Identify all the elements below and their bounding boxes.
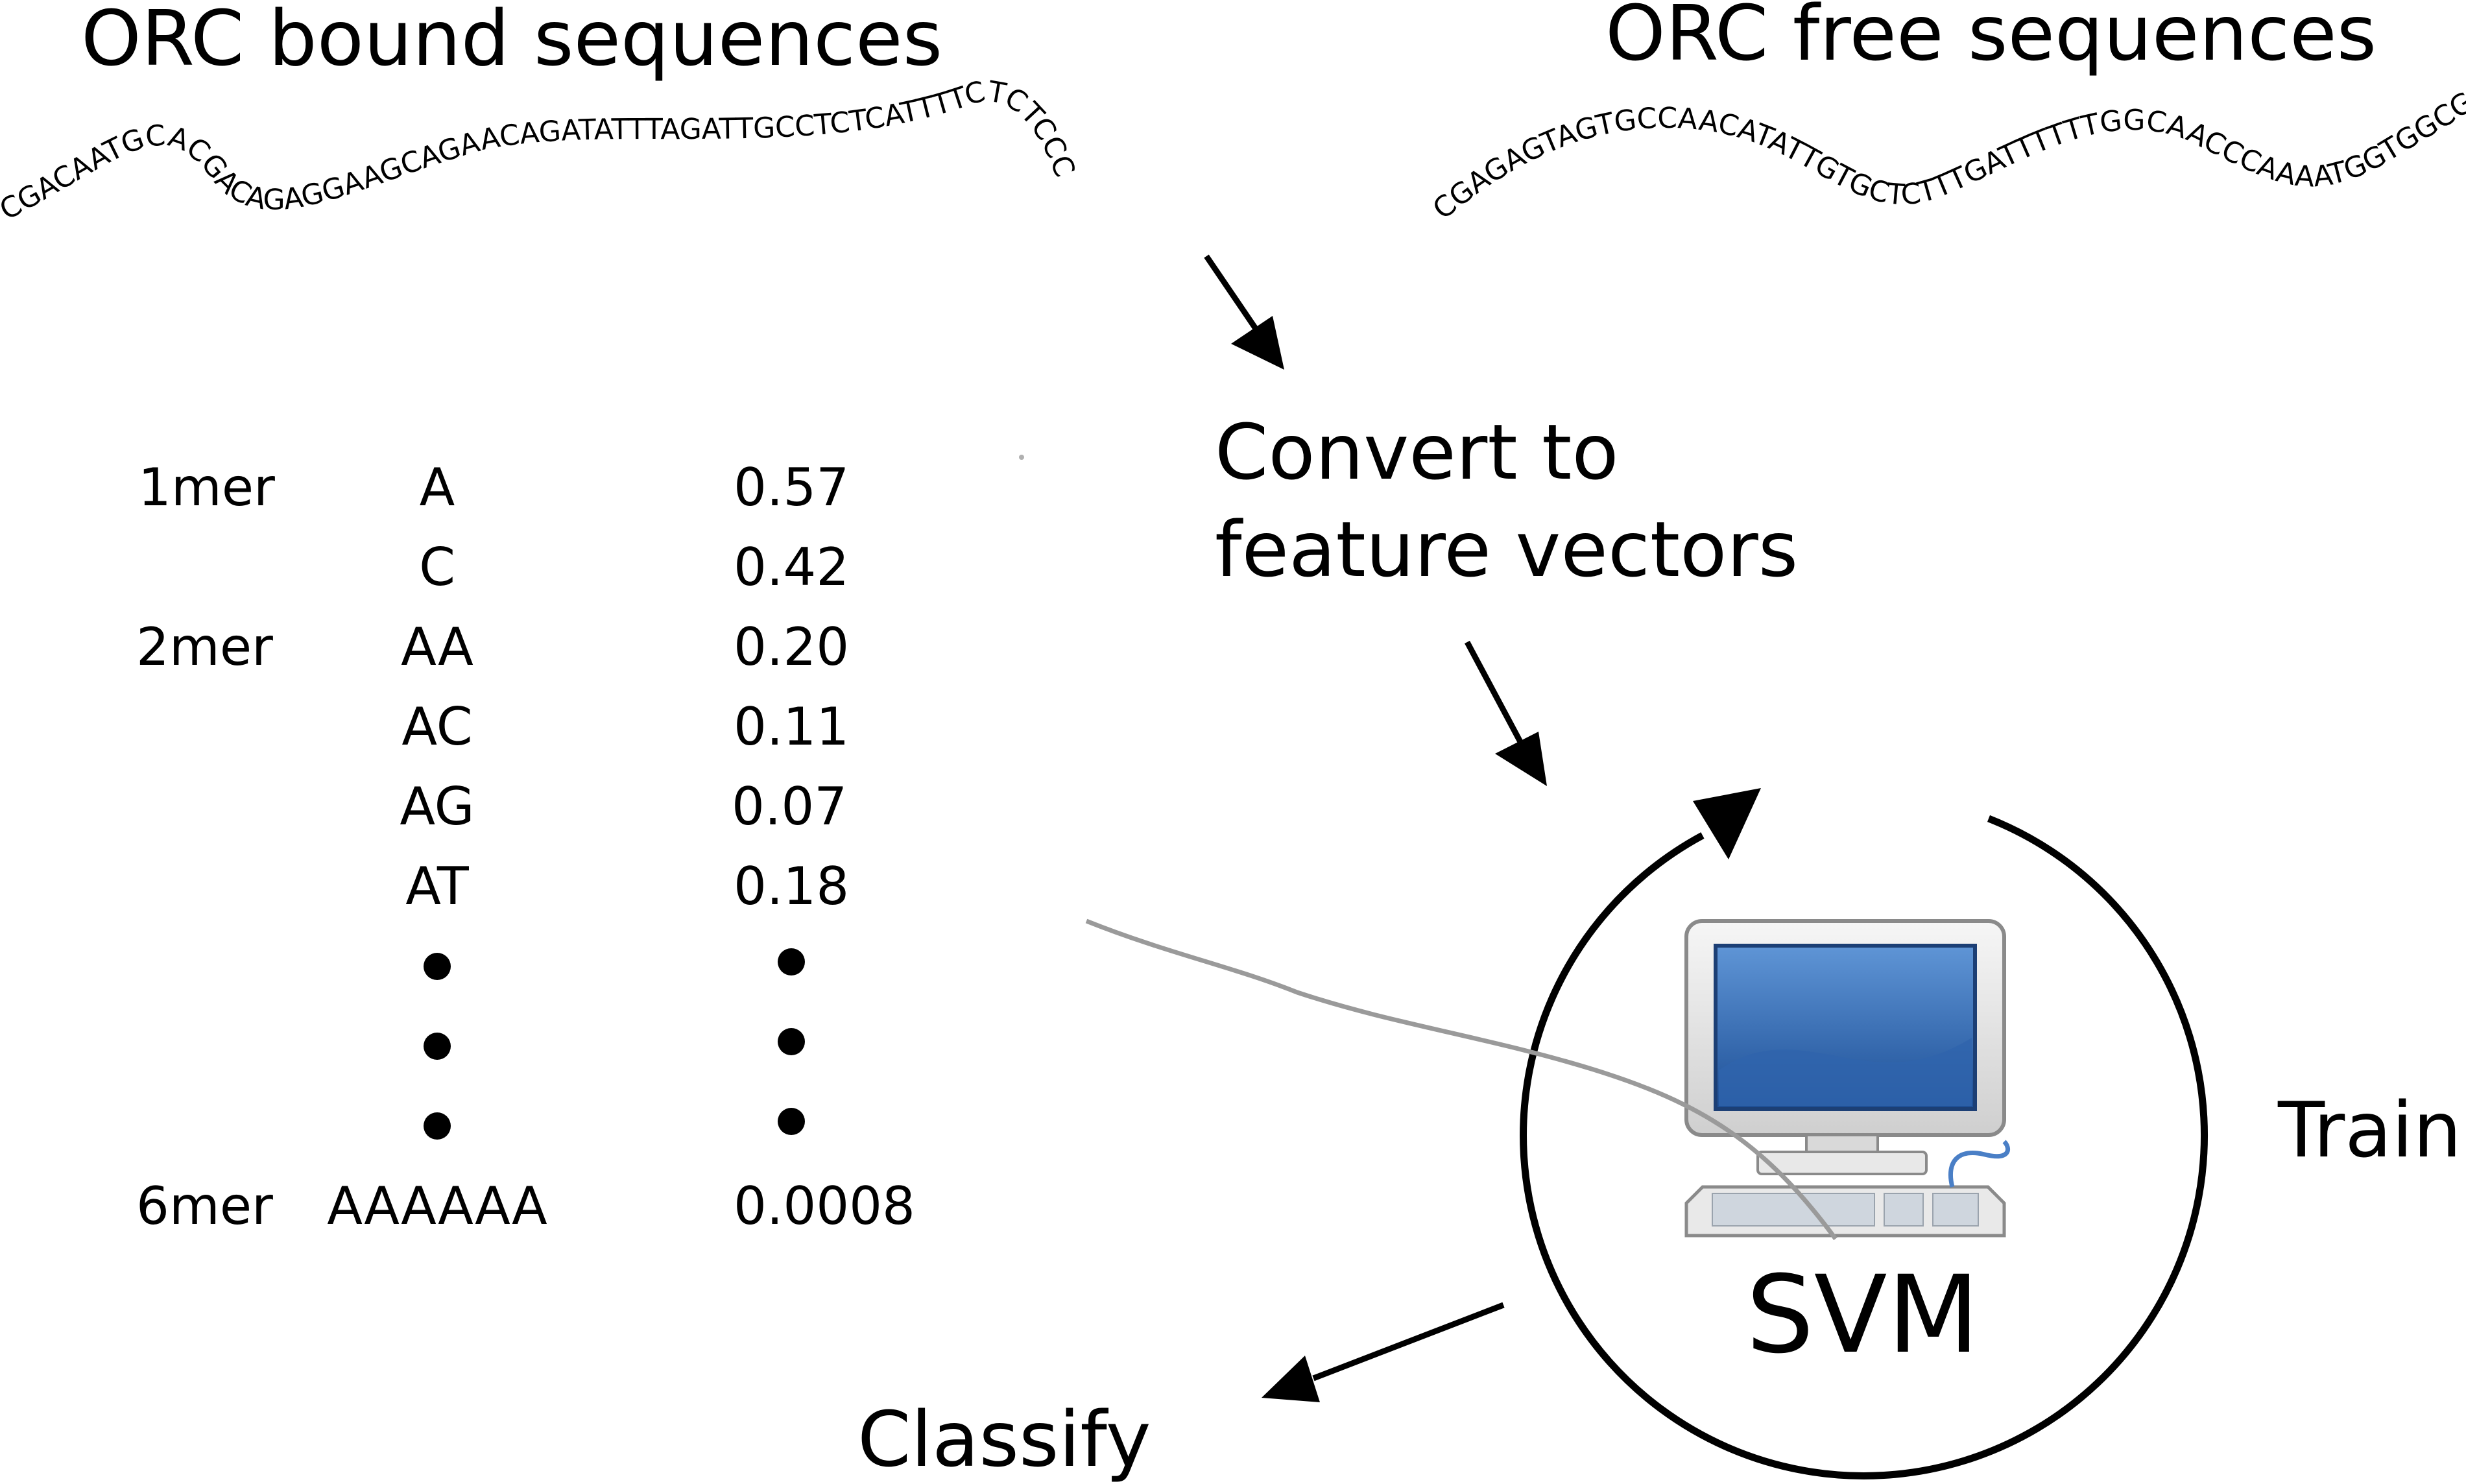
convert-label-line1: Convert to xyxy=(1215,407,1619,497)
feature-name: AA xyxy=(401,617,473,677)
feature-value: 0.20 xyxy=(734,617,850,677)
convert-label-line2: feature vectors xyxy=(1215,505,1799,594)
arrow-to-classify xyxy=(1262,1302,1505,1402)
k-label: 2mer xyxy=(136,617,273,677)
feature-value: 0.42 xyxy=(734,537,850,597)
feature-name: AAAAAA xyxy=(327,1176,547,1236)
arrow-to-svm xyxy=(1465,640,1547,786)
svm-label: SVM xyxy=(1746,1252,1980,1377)
feature-ellipsis xyxy=(424,948,805,1140)
feature-name: AG xyxy=(400,776,475,837)
feature-name: AT xyxy=(405,856,469,916)
feature-value: 0.57 xyxy=(734,457,850,518)
stray-dot xyxy=(1019,455,1024,460)
train-cycle xyxy=(1520,788,2209,1479)
cycle-arrowhead xyxy=(1693,788,1761,859)
stray-stroke xyxy=(1085,918,1838,1241)
feature-value: 0.18 xyxy=(734,856,850,916)
train-label: Train xyxy=(2278,1085,2462,1175)
feature-value: 0.0008 xyxy=(734,1176,915,1236)
feature-name: AC xyxy=(401,697,473,757)
classify-label: Classify xyxy=(857,1394,1151,1484)
computer-icon xyxy=(1684,919,2011,1238)
feature-name: A xyxy=(419,457,455,518)
feature-value: 0.11 xyxy=(734,697,850,757)
bound-sequence: CGACAATGCACGACAGAGGAAGCAGAACAGATATTTAGAT… xyxy=(0,75,1081,226)
feature-name: C xyxy=(419,537,455,597)
k-label: 6mer xyxy=(136,1176,273,1236)
arrow-to-convert xyxy=(1204,254,1284,370)
feature-value: 0.07 xyxy=(732,776,848,837)
k-label: 1mer xyxy=(138,457,275,518)
free-title: ORC free sequences xyxy=(1605,0,2377,78)
bound-title: ORC bound sequences xyxy=(81,0,943,83)
